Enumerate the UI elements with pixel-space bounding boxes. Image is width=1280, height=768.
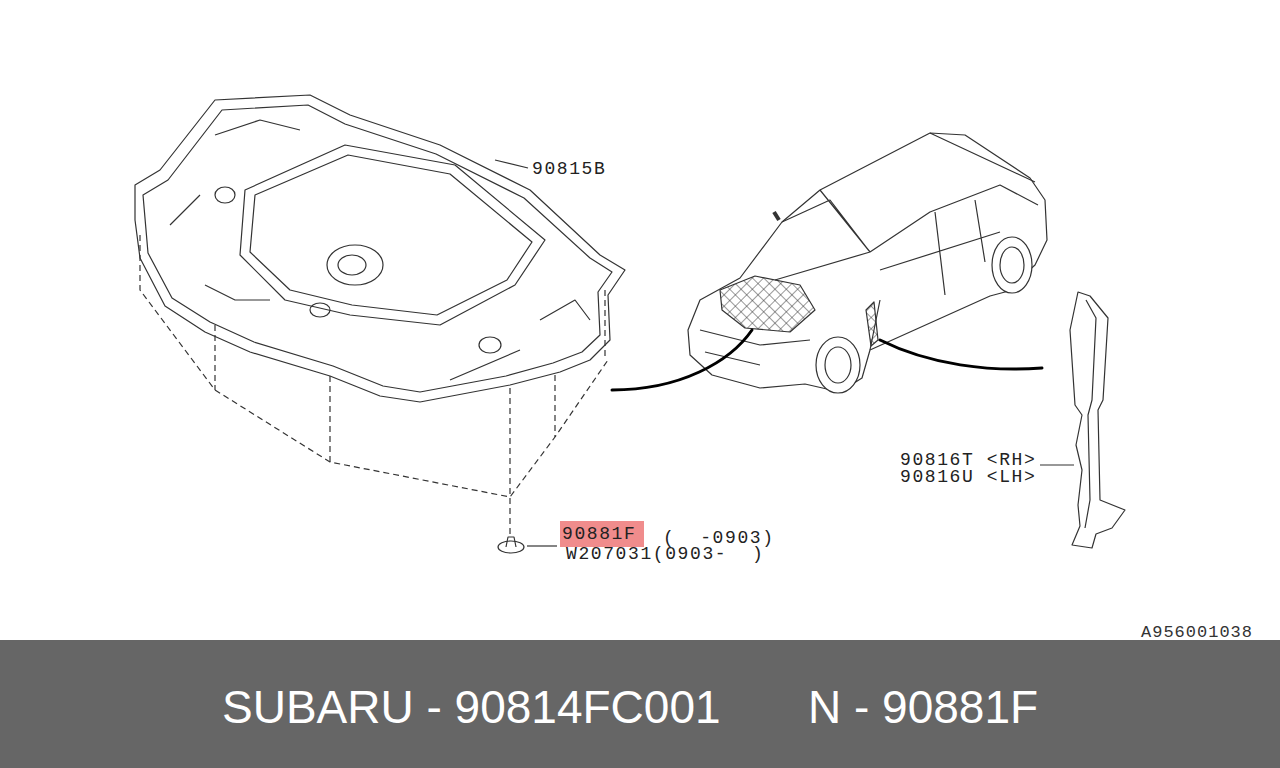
footer-band: SUBARU - 90814FC001 N - 90881F: [0, 640, 1280, 768]
figure-code: A956001038: [1141, 624, 1253, 641]
highlight-box: 90881F: [560, 521, 644, 547]
part-number: 90815B: [532, 160, 606, 178]
part-number: W207031(0903- ): [566, 545, 764, 563]
part-number: 90881F: [562, 525, 636, 543]
part-number: 90816T <RH>: [900, 451, 1036, 469]
footer-text: N - 90881F: [808, 684, 1038, 730]
footer-text: SUBARU - 90814FC001: [222, 684, 721, 730]
part-number: 90816U <LH>: [900, 468, 1036, 486]
